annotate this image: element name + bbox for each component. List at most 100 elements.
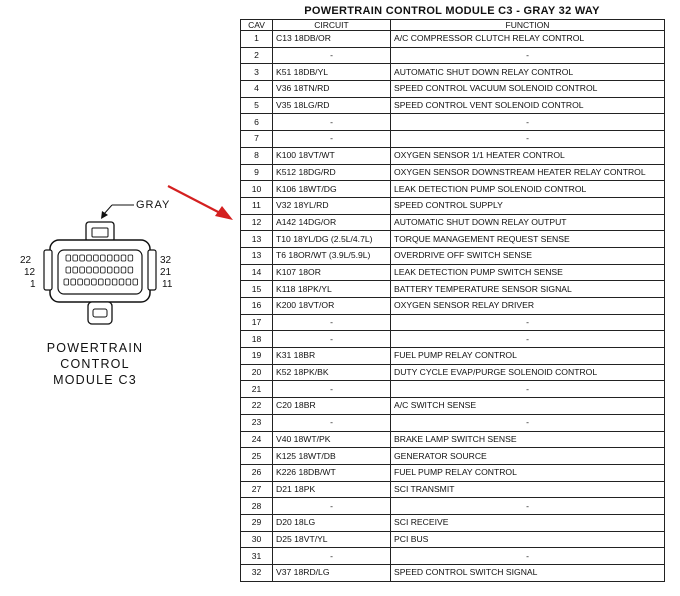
cell-function: LEAK DETECTION PUMP SWITCH SENSE [390, 263, 665, 282]
gray-leader-d [103, 204, 113, 215]
connector-right-ear [147, 249, 157, 291]
header-function: FUNCTION [390, 19, 665, 31]
cell-circuit: - [272, 113, 391, 132]
cell-function: - [390, 313, 665, 332]
pin-cavity [113, 254, 120, 262]
cell-cav: 13 [240, 230, 273, 248]
cell-circuit: C20 18BR [272, 397, 391, 415]
table-row: 21-- [240, 380, 665, 399]
module-label-line-2: CONTROL [60, 357, 130, 371]
pin-label-32: 32 [160, 255, 172, 266]
cell-cav: 26 [240, 463, 273, 482]
pin-cavities [63, 254, 138, 286]
cell-function: OXYGEN SENSOR DOWNSTREAM HEATER RELAY CO… [390, 163, 665, 182]
cell-cav: 4 [240, 80, 273, 98]
cell-cav: 18 [240, 330, 273, 349]
cell-cav: 5 [240, 96, 273, 115]
cell-circuit: K31 18BR [272, 347, 391, 365]
cell-circuit: V40 18WT/PK [272, 430, 391, 449]
cell-circuit: K125 18WT/DB [272, 447, 391, 465]
cell-cav: 8 [240, 146, 273, 165]
pin-cavity [79, 266, 85, 274]
cell-function: SCI RECEIVE [390, 513, 665, 532]
cell-function: SPEED CONTROL SUPPLY [390, 196, 665, 215]
cell-circuit: K100 18VT/WT [272, 146, 391, 165]
cell-circuit: K200 18VT/OR [272, 297, 391, 315]
pin-cavity [100, 254, 106, 262]
cell-cav: 2 [240, 46, 273, 65]
cell-cav: 9 [240, 163, 273, 182]
connector-bottom-lock-slot [92, 308, 108, 318]
cell-circuit: - [272, 547, 391, 565]
cell-cav: 23 [240, 413, 273, 432]
cell-cav: 21 [240, 380, 273, 399]
cell-function: PCI BUS [390, 530, 665, 549]
cell-cav: 30 [240, 530, 273, 549]
cell-cav: 24 [240, 430, 273, 449]
cell-circuit: C13 18DB/OR [272, 30, 391, 48]
cell-function: LEAK DETECTION PUMP SOLENOID CONTROL [390, 180, 665, 198]
cell-circuit: T6 18OR/WT (3.9L/5.9L) [272, 246, 391, 265]
cell-cav: 13 [240, 246, 273, 265]
cell-cav: 19 [240, 347, 273, 365]
pin-cavity [65, 254, 71, 262]
cell-cav: 11 [240, 196, 273, 215]
pin-cavity [84, 278, 90, 286]
pin-cavity [86, 254, 92, 262]
cell-function: - [390, 46, 665, 65]
cell-function: - [390, 113, 665, 132]
cell-function: OXYGEN SENSOR 1/1 HEATER CONTROL [390, 146, 665, 165]
table-row: 7-- [240, 130, 665, 148]
cell-cav: 10 [240, 180, 273, 198]
cell-function: - [390, 547, 665, 565]
pointer-arrow-line [167, 185, 223, 215]
pin-cavity [79, 254, 85, 262]
cell-cav: 16 [240, 297, 273, 315]
cell-circuit: D21 18PK [272, 480, 391, 499]
pin-cavity [91, 278, 97, 286]
cell-function: SCI TRANSMIT [390, 480, 665, 499]
header-cav: CAV [240, 19, 273, 31]
cell-cav: 25 [240, 447, 273, 465]
cell-circuit: T10 18YL/DG (2.5L/4.7L) [272, 230, 391, 248]
table-row: 17-- [240, 313, 665, 332]
cell-cav: 17 [240, 313, 273, 332]
cell-cav: 1 [240, 30, 273, 48]
cell-function: SPEED CONTROL SWITCH SIGNAL [390, 564, 665, 582]
cell-function: AUTOMATIC SHUT DOWN RELAY OUTPUT [390, 213, 665, 232]
connector-color-label: GRAY [136, 199, 171, 211]
pin-cavity [120, 266, 127, 274]
cell-function: - [390, 130, 665, 148]
pin-cavity [93, 266, 99, 274]
cell-circuit: V35 18LG/RD [272, 96, 391, 115]
pin-label-21: 21 [160, 267, 172, 278]
table-row: 6-- [240, 113, 665, 132]
connector-left-ear [43, 249, 53, 291]
pin-cavity [93, 254, 99, 262]
cell-cav: 31 [240, 547, 273, 565]
cell-function: DUTY CYCLE EVAP/PURGE SOLENOID CONTROL [390, 363, 665, 382]
table-header-row: CAV CIRCUIT FUNCTION [240, 19, 665, 31]
pointer-arrow-head [215, 206, 233, 220]
pin-cavity [120, 254, 127, 262]
pin-cavity [107, 266, 113, 274]
cell-cav: 20 [240, 363, 273, 382]
table-row: 2-- [240, 46, 665, 65]
cell-circuit: K52 18PK/BK [272, 363, 391, 382]
connector-top-latch-slot [91, 227, 109, 238]
